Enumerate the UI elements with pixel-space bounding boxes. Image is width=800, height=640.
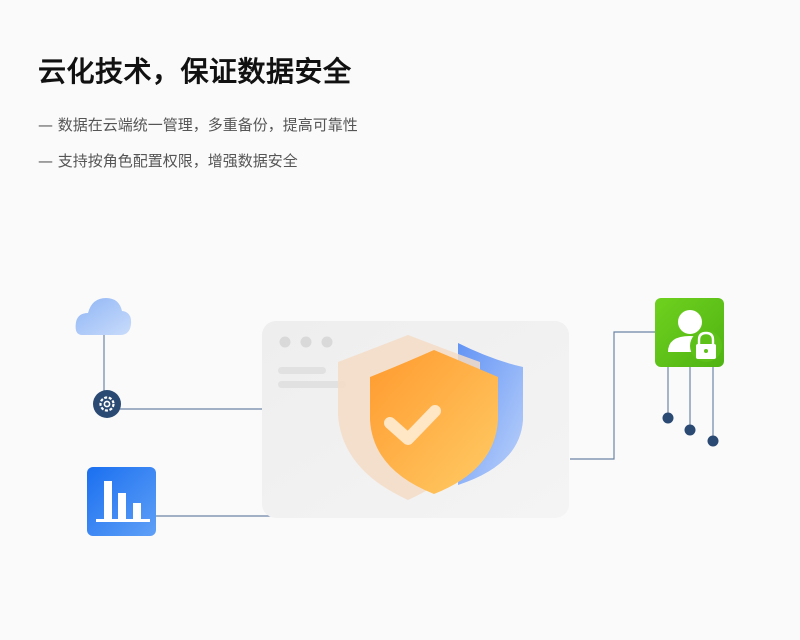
- page-title: 云化技术，保证数据安全: [38, 55, 352, 88]
- feature-bullet-backup: — 数据在云端统一管理，多重备份，提高可靠性: [38, 116, 358, 134]
- cloud-icon: [75, 298, 132, 335]
- shield-check-icon: [338, 335, 523, 500]
- endpoint-nodes: [662, 412, 719, 447]
- feature-bullet-permission: — 支持按角色配置权限，增强数据安全: [38, 152, 298, 170]
- bar-chart-icon: [87, 467, 156, 536]
- user-lock-icon: [655, 298, 724, 367]
- gear-icon: [93, 390, 121, 418]
